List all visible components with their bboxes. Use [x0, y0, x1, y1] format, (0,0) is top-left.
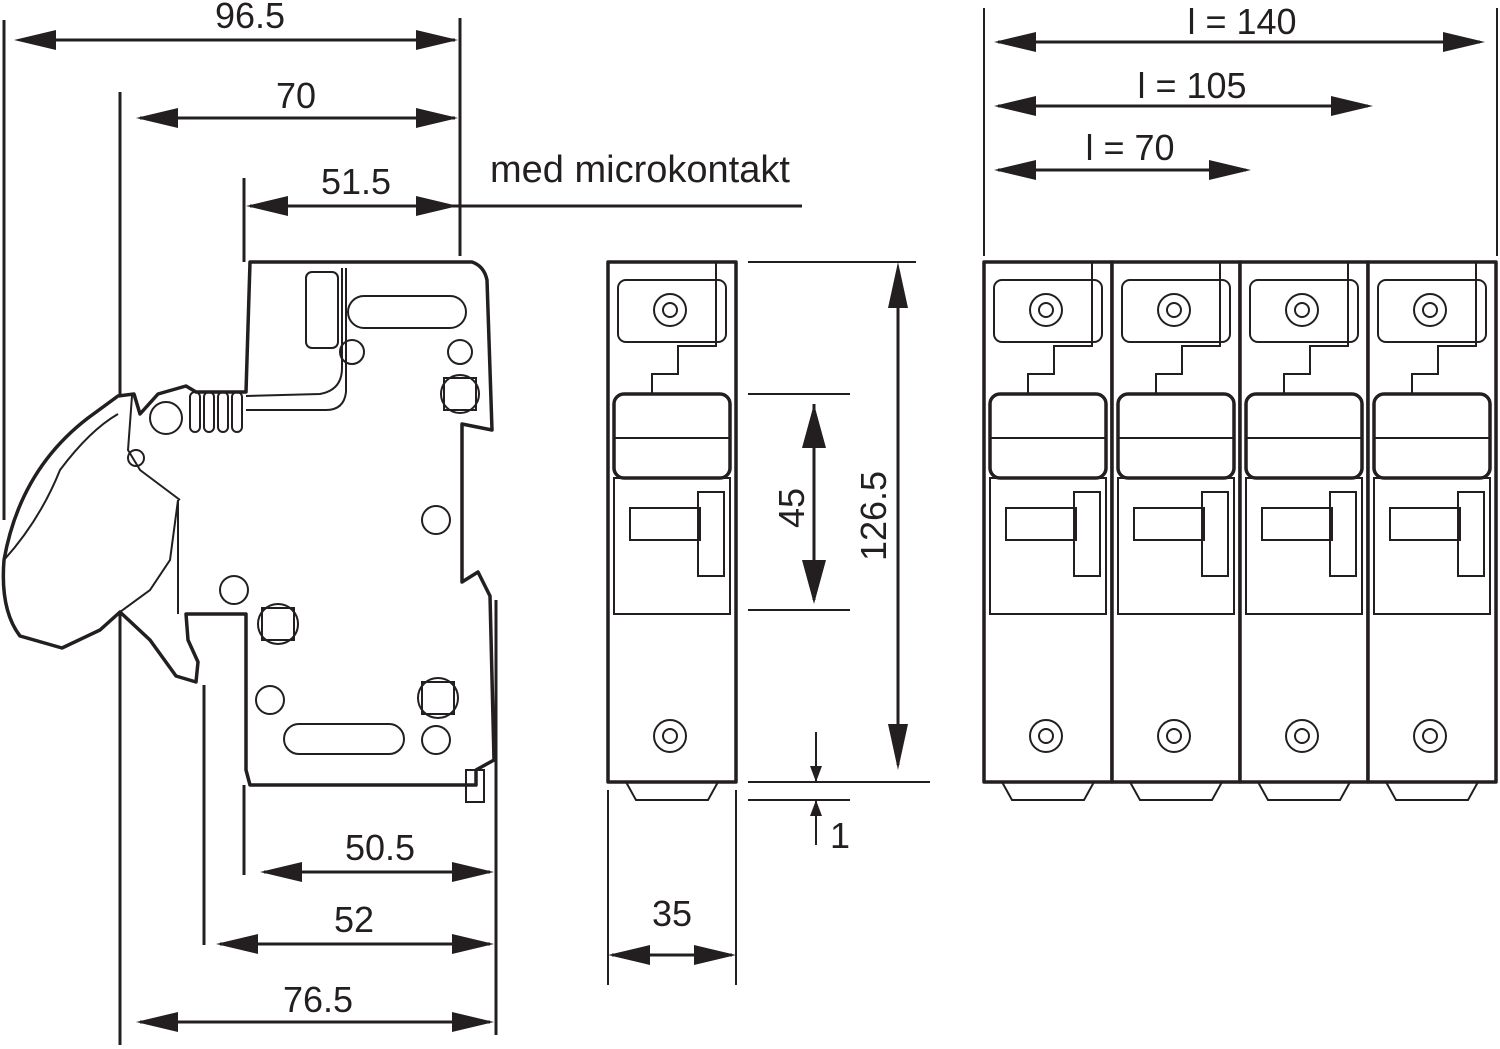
- length-140: l = 140: [1187, 1, 1296, 42]
- front-view: 126.5 45 1 35: [606, 260, 930, 985]
- dim-52: 52: [334, 899, 374, 940]
- length-105: l = 105: [1137, 65, 1246, 106]
- dim-76-5: 76.5: [283, 979, 353, 1020]
- length-70: l = 70: [1085, 127, 1174, 168]
- dim-35: 35: [652, 893, 692, 934]
- dim-45: 45: [771, 488, 812, 528]
- dim-51-5: 51.5: [321, 161, 391, 202]
- side-view: 96.5 70 51.5 med microkontakt 50.5 52 76…: [1, 0, 802, 1045]
- multi-pole-view: l = 140 l = 105 l = 70: [982, 1, 1498, 802]
- dim-70: 70: [276, 75, 316, 116]
- dim-126-5: 126.5: [853, 471, 894, 561]
- dim-96-5: 96.5: [215, 0, 285, 36]
- microcontact-note: med microkontakt: [490, 149, 790, 191]
- dim-50-5: 50.5: [345, 827, 415, 868]
- dim-1: 1: [830, 815, 850, 856]
